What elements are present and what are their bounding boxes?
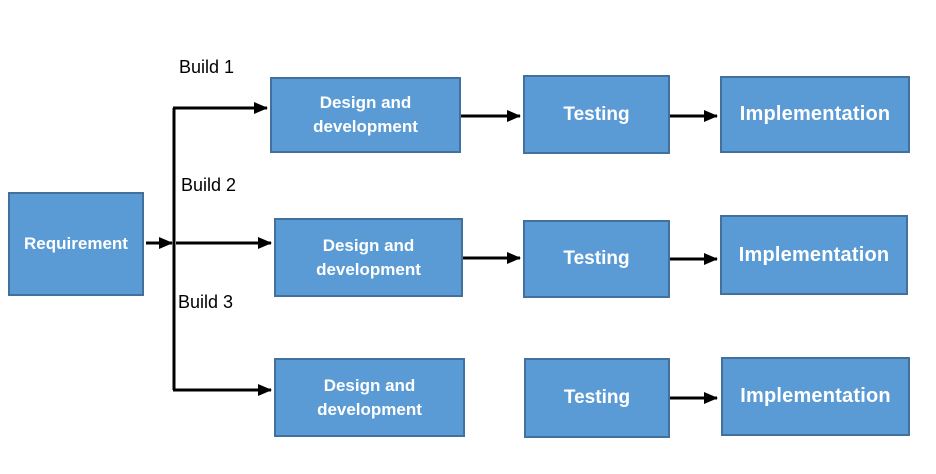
- node-build2-design: Design and development: [274, 218, 463, 297]
- node-build2-implementation: Implementation: [720, 215, 908, 295]
- build-1-label: Build 1: [179, 57, 235, 77]
- node-build3-implementation-label: Implementation: [740, 385, 891, 407]
- node-build3-testing-label: Testing: [563, 387, 631, 408]
- node-build1-implementation: Implementation: [720, 76, 910, 153]
- node-build1-design: Design and development: [270, 77, 461, 153]
- build-3-label: Build 3: [178, 292, 234, 312]
- node-build2-testing: Testing: [523, 220, 670, 298]
- node-requirement: Requirement: [8, 192, 144, 296]
- node-build1-testing-label: Testing: [563, 103, 630, 125]
- node-requirement-label: Requirement: [24, 234, 128, 253]
- node-build1-testing: Testing: [523, 75, 670, 154]
- build-2-label: Build 2: [181, 175, 237, 195]
- node-build3-testing: Testing: [524, 358, 670, 438]
- node-build1-design-label: Design and development: [313, 93, 418, 136]
- node-build2-design-label: Design and development: [316, 235, 421, 279]
- node-build3-implementation: Implementation: [721, 357, 910, 436]
- node-build2-implementation-label: Implementation: [738, 243, 890, 266]
- node-build2-testing-label: Testing: [563, 248, 630, 269]
- node-build1-implementation-label: Implementation: [739, 103, 891, 125]
- node-build3-design: Design and development: [274, 358, 465, 437]
- node-build3-design-label: Design and development: [317, 375, 422, 419]
